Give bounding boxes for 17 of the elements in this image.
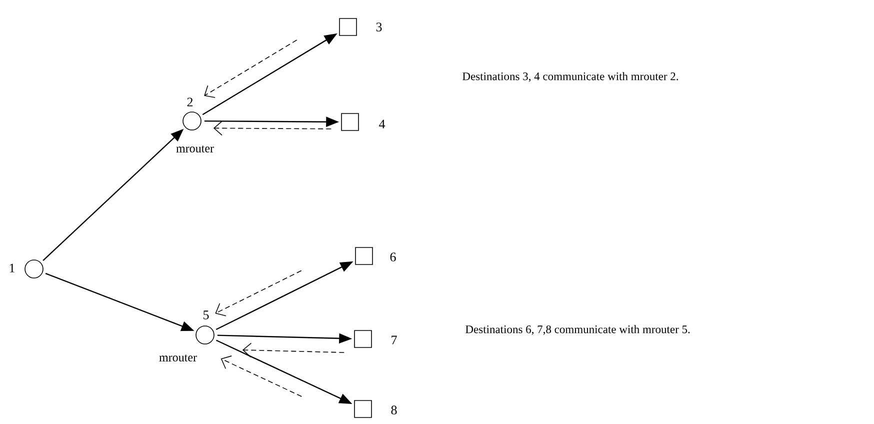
dashed-arrow (215, 270, 302, 316)
dashed-arrow (220, 356, 302, 397)
node-number: 5 (204, 310, 209, 320)
note-text: Destinations 6, 7,8 communicate with mrouter 5. (466, 325, 690, 335)
node-number: 8 (391, 406, 397, 414)
node-number: 4 (379, 120, 386, 128)
dashed-arrow (213, 120, 332, 136)
node-number: 1 (10, 264, 14, 272)
dashed-arrow (242, 342, 345, 358)
node-label: mrouter (176, 146, 214, 152)
node-number: 3 (376, 22, 382, 32)
node-number: 7 (392, 336, 397, 344)
dashed-arrow (204, 40, 298, 98)
node-number: 2 (187, 98, 193, 106)
node-number: 6 (390, 252, 396, 262)
node-label: mrouter (159, 354, 197, 362)
note-text: Destinations 3, 4 communicate with mrouter 2. (462, 72, 678, 82)
